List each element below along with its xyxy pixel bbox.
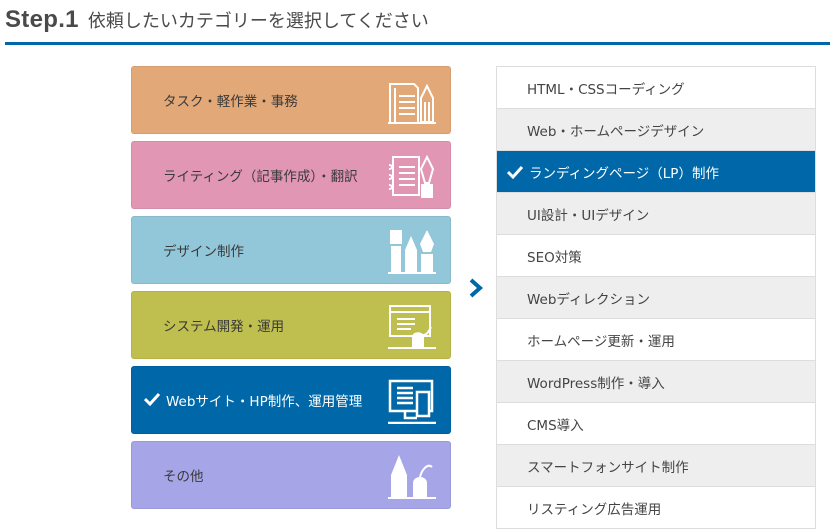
desktop-mobile-icon (388, 379, 436, 424)
category-task[interactable]: タスク・軽作業・事務 (131, 66, 451, 134)
subcategory-item[interactable]: UI設計・UIデザイン (497, 193, 815, 235)
design-tools-icon (388, 230, 436, 274)
category-label: ライティング（記事作成）・翻訳 (163, 169, 358, 185)
category-label: デザイン制作 (163, 244, 244, 260)
documents-pencil-icon (388, 83, 436, 124)
category-label: タスク・軽作業・事務 (163, 94, 298, 110)
subcategory-item[interactable]: スマートフォンサイト制作 (497, 445, 815, 487)
subcategory-item[interactable]: CMS導入 (497, 403, 815, 445)
checkmark-icon (144, 392, 160, 406)
category-writing[interactable]: ライティング（記事作成）・翻訳 (131, 141, 451, 209)
subcategory-item[interactable]: ホームページ更新・運用 (497, 319, 815, 361)
category-label: システム開発・運用 (163, 319, 285, 335)
subcategory-item[interactable]: WordPress制作・導入 (497, 361, 815, 403)
category-design[interactable]: デザイン制作 (131, 216, 451, 284)
page-title: 依頼したいカテゴリーを選択してください (87, 11, 429, 32)
category-label: Webサイト・HP制作、運用管理 (144, 390, 362, 410)
category-list: タスク・軽作業・事務 ライティング（記事作成）・翻訳 デザイン制作 システム開発… (131, 66, 451, 516)
monitor-mouse-icon (388, 305, 436, 349)
subcategory-item[interactable]: Web・ホームページデザイン (497, 109, 815, 151)
category-web[interactable]: Webサイト・HP制作、運用管理 (131, 366, 451, 434)
header-divider (5, 42, 830, 45)
page-header: Step.1 依頼したいカテゴリーを選択してください (5, 6, 429, 36)
checkmark-icon (507, 165, 523, 179)
notebook-pen-icon (388, 154, 435, 198)
category-other[interactable]: その他 (131, 441, 451, 509)
category-label: その他 (163, 469, 204, 485)
step-number: Step.1 (5, 6, 79, 33)
category-system[interactable]: システム開発・運用 (131, 291, 451, 359)
subcategory-item[interactable]: リスティング広告運用 (497, 487, 815, 529)
subcategory-item-selected[interactable]: ランディングページ（LP）制作 (497, 151, 815, 193)
pencil-mouse-icon (388, 455, 436, 499)
subcategory-item[interactable]: HTML・CSSコーディング (497, 67, 815, 109)
subcategory-item[interactable]: SEO対策 (497, 235, 815, 277)
chevron-right-icon (469, 278, 484, 298)
subcategory-item[interactable]: Webディレクション (497, 277, 815, 319)
subcategory-list: HTML・CSSコーディング Web・ホームページデザイン ランディングページ（… (496, 66, 816, 529)
